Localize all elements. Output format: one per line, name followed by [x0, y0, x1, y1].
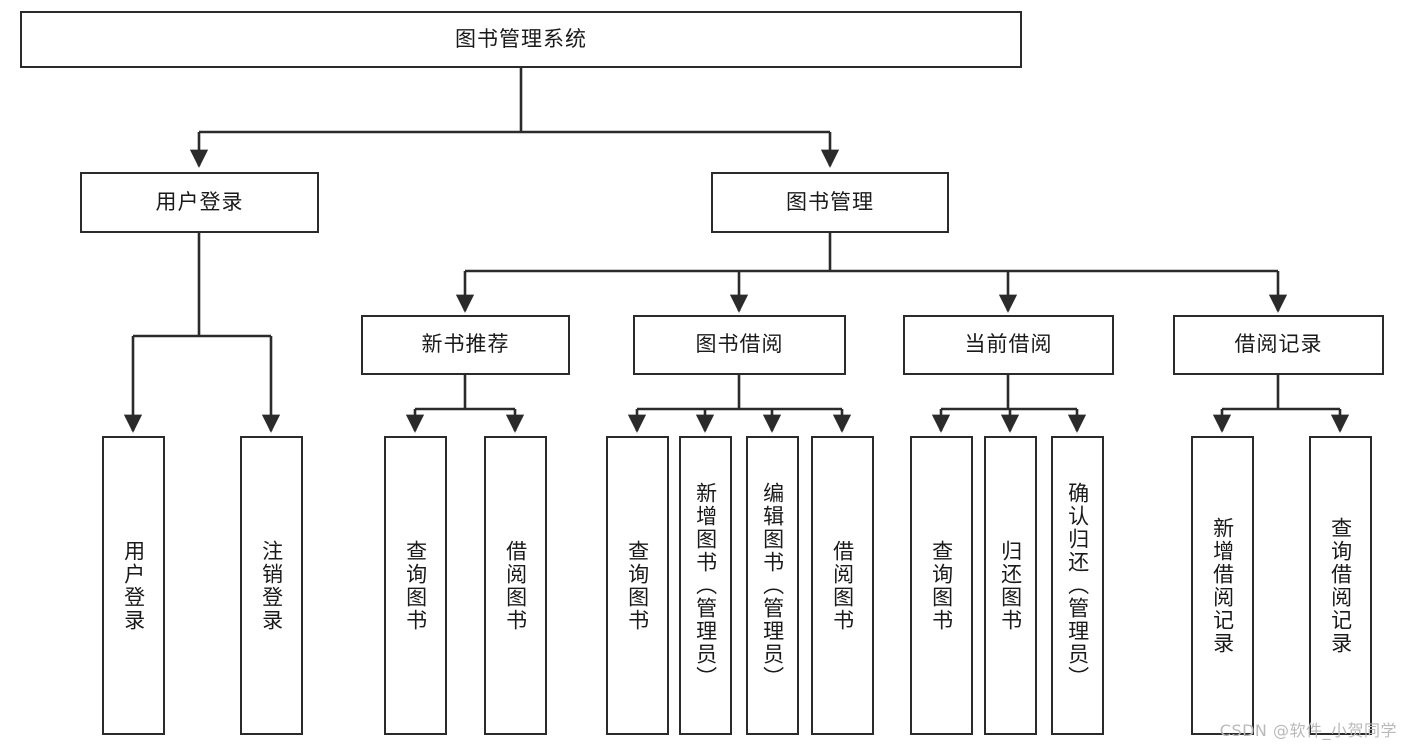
node-leaf-borrow-book-2-label: 借阅图书 — [830, 539, 855, 632]
node-leaf-logout-login-label: 注销登录 — [259, 539, 284, 632]
node-leaf-logout-login[interactable]: 注销登录 — [240, 436, 303, 735]
node-leaf-query-book-2[interactable]: 查询图书 — [606, 436, 669, 735]
node-leaf-return-book-label: 归还图书 — [998, 539, 1023, 632]
node-leaf-query-record-label: 查询借阅记录 — [1328, 516, 1353, 655]
node-new-book-recommend-label: 新书推荐 — [421, 332, 510, 357]
watermark: CSDN @软件_小贺同学 — [1219, 721, 1397, 740]
node-leaf-borrow-book-1[interactable]: 借阅图书 — [484, 436, 547, 735]
node-leaf-edit-book-label: 编辑图书（管理员） — [760, 482, 785, 689]
node-book-borrow-label: 图书借阅 — [695, 332, 784, 357]
node-leaf-add-book-label: 新增图书（管理员） — [693, 482, 718, 689]
node-leaf-borrow-book-1-label: 借阅图书 — [503, 539, 528, 632]
node-book-manage-label: 图书管理 — [786, 189, 874, 214]
node-leaf-user-login-label: 用户登录 — [121, 539, 146, 632]
node-user-login-label: 用户登录 — [155, 189, 244, 214]
node-leaf-user-login[interactable]: 用户登录 — [102, 436, 165, 735]
node-current-borrow[interactable]: 当前借阅 — [903, 315, 1114, 375]
node-leaf-query-book-2-label: 查询图书 — [625, 539, 650, 632]
node-book-manage[interactable]: 图书管理 — [711, 172, 949, 233]
node-leaf-edit-book[interactable]: 编辑图书（管理员） — [746, 436, 799, 735]
node-leaf-add-book[interactable]: 新增图书（管理员） — [679, 436, 732, 735]
node-book-borrow[interactable]: 图书借阅 — [633, 315, 846, 375]
node-leaf-confirm-return[interactable]: 确认归还（管理员） — [1051, 436, 1104, 735]
node-leaf-add-record[interactable]: 新增借阅记录 — [1191, 436, 1254, 735]
node-leaf-query-book-3[interactable]: 查询图书 — [910, 436, 973, 735]
node-leaf-return-book[interactable]: 归还图书 — [984, 436, 1037, 735]
node-current-borrow-label: 当前借阅 — [964, 332, 1053, 357]
node-new-book-recommend[interactable]: 新书推荐 — [361, 315, 570, 375]
node-leaf-confirm-return-label: 确认归还（管理员） — [1065, 482, 1090, 689]
node-borrow-record[interactable]: 借阅记录 — [1173, 315, 1384, 375]
node-leaf-borrow-book-2[interactable]: 借阅图书 — [811, 436, 874, 735]
node-leaf-query-book-3-label: 查询图书 — [929, 539, 954, 632]
node-leaf-query-book-1-label: 查询图书 — [403, 539, 428, 632]
node-leaf-query-record[interactable]: 查询借阅记录 — [1309, 436, 1372, 735]
node-borrow-record-label: 借阅记录 — [1234, 332, 1323, 357]
node-leaf-add-record-label: 新增借阅记录 — [1210, 516, 1235, 655]
node-root-label: 图书管理系统 — [455, 26, 587, 51]
node-root[interactable]: 图书管理系统 — [20, 11, 1022, 68]
node-user-login[interactable]: 用户登录 — [80, 172, 319, 233]
node-leaf-query-book-1[interactable]: 查询图书 — [384, 436, 447, 735]
